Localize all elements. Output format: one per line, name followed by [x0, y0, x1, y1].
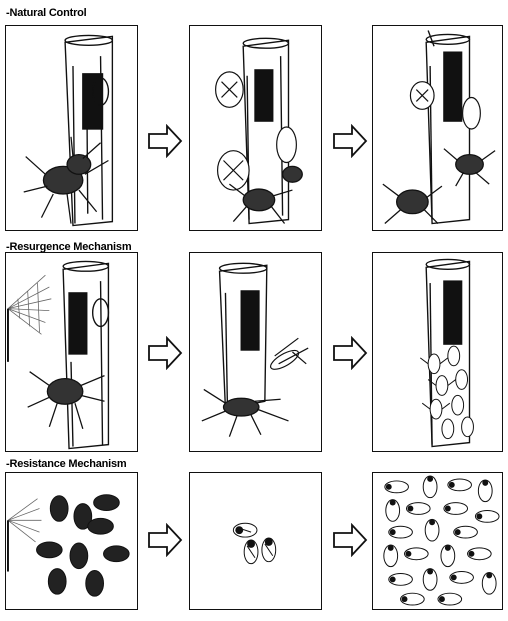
stem-predators-feeding-illustration [373, 26, 502, 230]
stem-dead-spider-insect-illustration [190, 253, 321, 451]
stem-with-predators-and-prey-illustration [190, 26, 321, 230]
stem-pest-resurgence-illustration [373, 253, 502, 451]
right-arrow-icon [332, 124, 368, 158]
right-arrow-icon [147, 523, 183, 557]
right-arrow-icon [147, 336, 183, 370]
row-label-natural-control: -Natural Control [6, 7, 87, 19]
right-arrow-icon [147, 124, 183, 158]
right-arrow-icon [332, 336, 368, 370]
panel-natural-control-3 [372, 25, 503, 231]
panel-natural-control-1 [5, 25, 138, 231]
panel-resistance-1 [5, 472, 138, 610]
pests-sprayed-illustration [6, 473, 137, 609]
panel-natural-control-2 [189, 25, 322, 231]
panel-resurgence-2 [189, 252, 322, 452]
stem-with-spider-illustration [6, 26, 137, 230]
panel-resurgence-3 [372, 252, 503, 452]
panel-resurgence-1 [5, 252, 138, 452]
panel-resistance-2 [189, 472, 322, 610]
row-label-resistance-mechanism: -Resistance Mechanism [6, 458, 127, 470]
right-arrow-icon [332, 523, 368, 557]
resistant-pest-population-illustration [373, 473, 502, 609]
stem-sprayed-with-spider-illustration [6, 253, 137, 451]
panel-resistance-3 [372, 472, 503, 610]
few-surviving-pests-illustration [190, 473, 321, 609]
